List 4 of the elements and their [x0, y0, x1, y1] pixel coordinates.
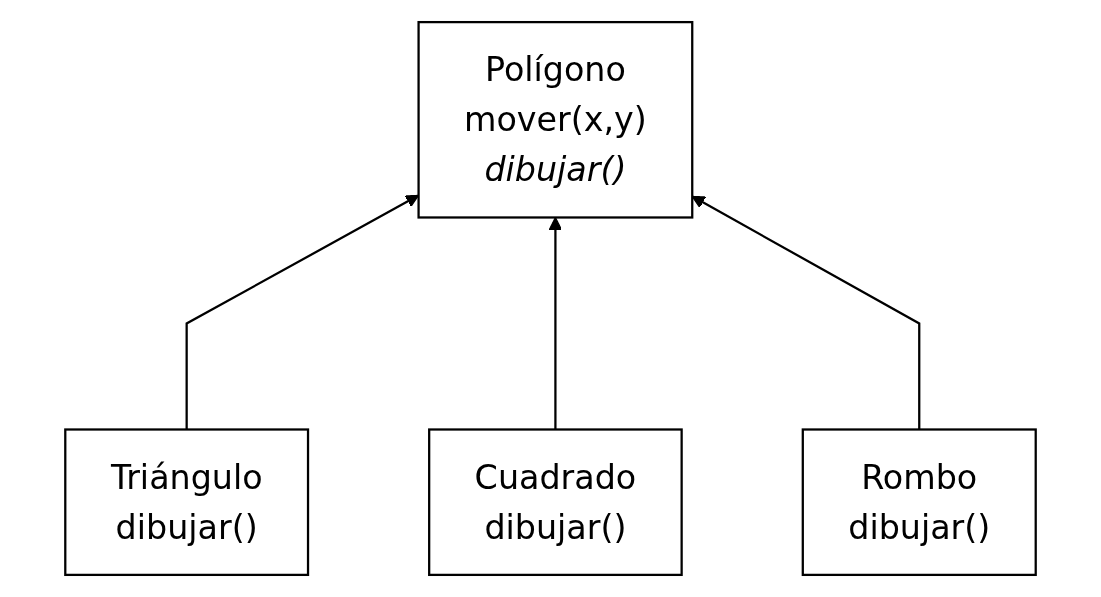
node-box: Polígono mover(x,y) dibujar()	[417, 21, 694, 219]
node-box: Triángulo dibujar()	[64, 428, 310, 576]
node-box: Rombo dibujar()	[801, 428, 1037, 576]
node-box: Cuadrado dibujar()	[428, 428, 683, 576]
